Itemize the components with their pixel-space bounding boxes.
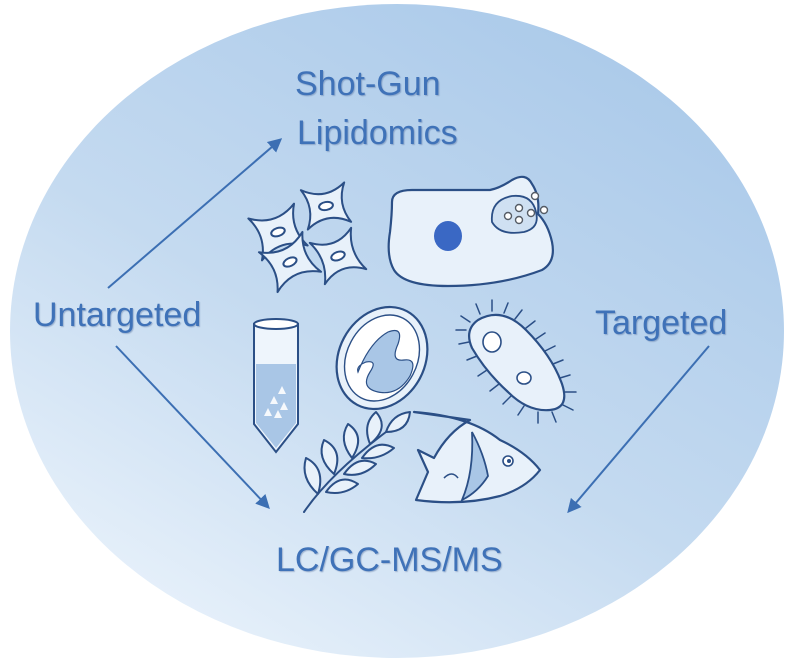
platelets-icon	[247, 181, 368, 294]
arrow-untargeted-to-shotgun	[107, 138, 283, 289]
fish-icon	[412, 410, 542, 504]
arrow-targeted-to-lcgc	[567, 345, 710, 514]
shotgun-label-line2: Lipidomics	[297, 114, 458, 152]
untargeted-label: Untargeted	[33, 296, 202, 334]
mitochondrion-icon	[335, 305, 429, 411]
macrophage-cell-icon	[387, 175, 554, 288]
plant-branch-icon	[303, 411, 411, 513]
targeted-label: Targeted	[595, 304, 728, 342]
shotgun-label-line1: Shot-Gun	[295, 65, 441, 103]
paramecium-icon	[455, 299, 577, 424]
nucleus	[434, 221, 462, 251]
arrow-untargeted-to-lcgc	[115, 345, 270, 510]
test-tube-icon	[253, 318, 299, 454]
lcgc-msms-label: LC/GC-MS/MS	[276, 541, 503, 579]
